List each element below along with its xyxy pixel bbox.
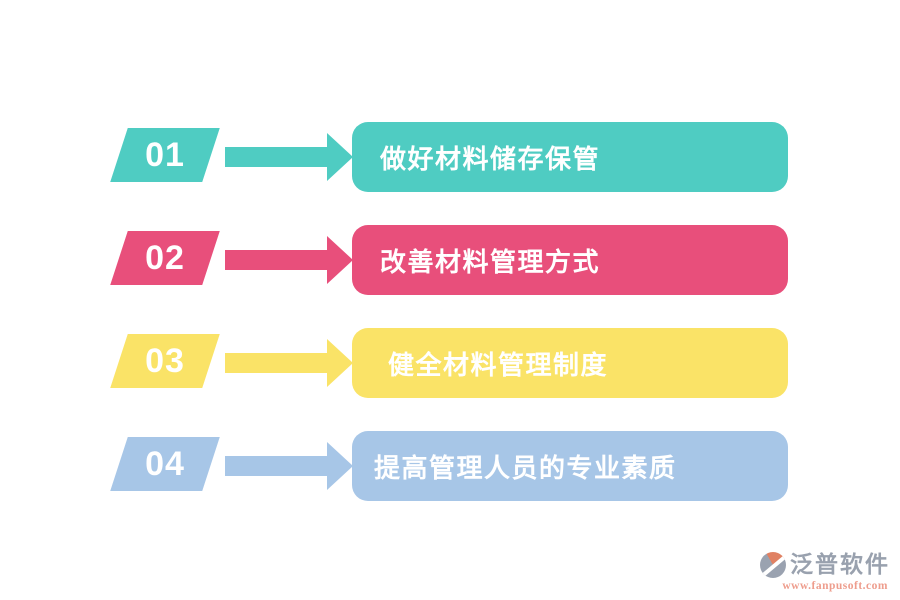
arrow-right-icon [225,442,353,490]
brand-row: 泛普软件 [760,551,890,579]
step-number: 03 [145,342,185,380]
step-row-03: 03 健全材料管理制度 [0,328,900,398]
step-number: 02 [145,239,185,277]
step-number: 04 [145,445,185,483]
step-label-box: 提高管理人员的专业素质 [352,431,788,501]
arrow-right-icon [225,236,353,284]
step-number: 01 [145,136,185,174]
step-row-01: 01 做好材料储存保管 [0,122,900,192]
arrow-right-icon [225,133,353,181]
step-label-box: 改善材料管理方式 [352,225,788,295]
brand-footer: 泛普软件 www.fanpusoft.com [760,551,890,592]
step-label: 健全材料管理制度 [388,349,609,380]
step-row-04: 04 提高管理人员的专业素质 [0,431,900,501]
brand-name: 泛普软件 [790,552,890,577]
step-label-box: 做好材料储存保管 [352,122,788,192]
step-label: 改善材料管理方式 [380,246,601,277]
step-label: 做好材料储存保管 [380,143,601,174]
step-row-02: 02 改善材料管理方式 [0,225,900,295]
fanpu-logo-icon [760,552,786,578]
brand-url: www.fanpusoft.com [782,580,888,592]
step-label: 提高管理人员的专业素质 [374,452,677,483]
step-label-box: 健全材料管理制度 [352,328,788,398]
arrow-right-icon [225,339,353,387]
